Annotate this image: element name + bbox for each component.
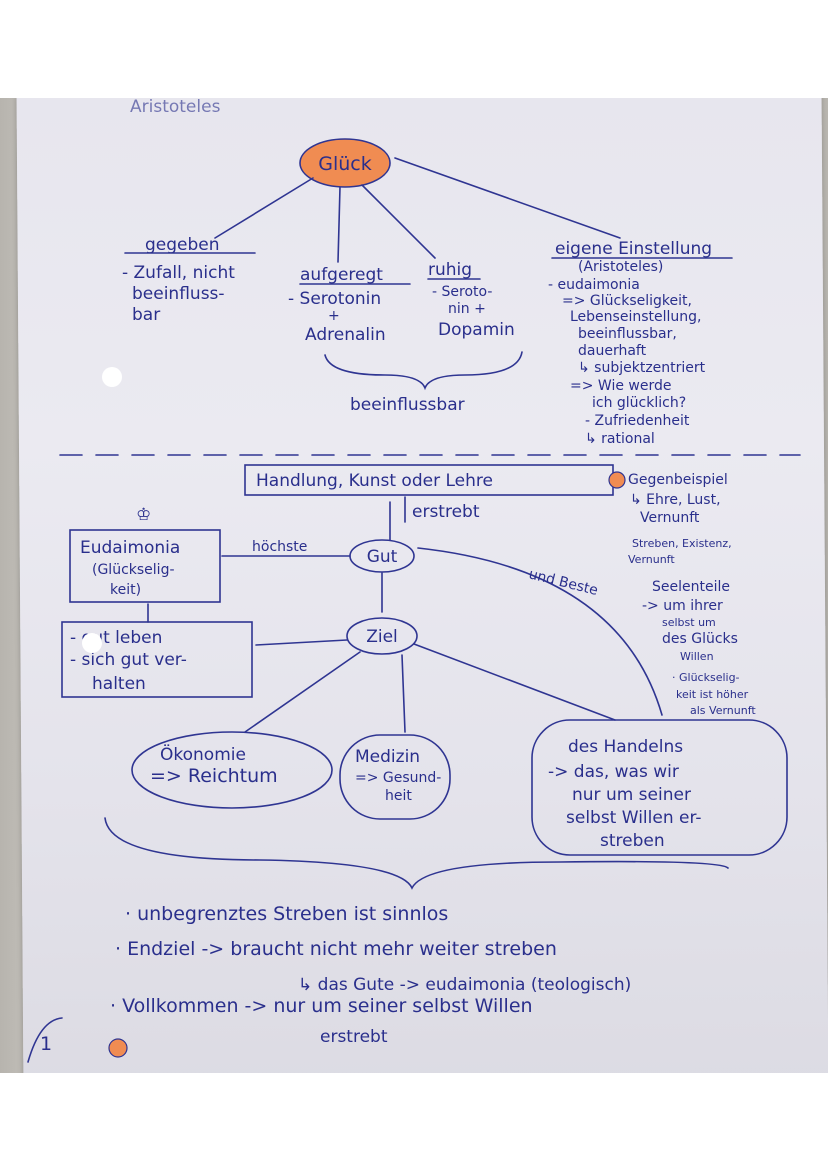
bottom-brace (104, 817, 729, 890)
brace (324, 351, 523, 391)
svg-text:Adrenalin: Adrenalin (305, 325, 386, 345)
svg-text:- sich gut ver-: - sich gut ver- (70, 650, 187, 670)
svg-text:Vernunft: Vernunft (628, 553, 675, 566)
svg-text:Gegenbeispiel: Gegenbeispiel (628, 472, 728, 488)
center-node (299, 138, 391, 188)
branch-calm: ruhig - Seroto- nin + Dopamin (427, 260, 515, 340)
medicine-node (339, 734, 451, 820)
header-fragment: Aristoteles (130, 98, 221, 117)
svg-text:- Zufriedenheit: - Zufriedenheit (585, 413, 690, 429)
svg-text:erstrebt: erstrebt (320, 1027, 388, 1047)
svg-text:selbst um: selbst um (662, 616, 716, 629)
branch-given: gegeben - Zufall, nicht beeinfluss- bar (122, 235, 256, 325)
svg-text:beeinfluss-: beeinfluss- (132, 284, 225, 304)
page-number-bracket (27, 1017, 63, 1063)
svg-text:Willen: Willen (680, 650, 714, 663)
svg-text:Eudaimonia: Eudaimonia (80, 538, 180, 558)
branch-title: ruhig (428, 260, 472, 280)
svg-text:Streben, Existenz,: Streben, Existenz, (632, 537, 732, 550)
branch-title: aufgeregt (300, 265, 383, 285)
svg-text:des Handelns: des Handelns (568, 737, 683, 757)
mind-map: Aristoteles Glück gegeben - Zufall, nich… (27, 98, 801, 1063)
svg-text:keit): keit) (110, 582, 141, 598)
highlight-dot (608, 471, 626, 489)
box-eudaimonia (69, 529, 221, 603)
svg-text:Seelenteile: Seelenteile (652, 579, 730, 595)
action-node (531, 719, 788, 856)
svg-text:- Seroto-: - Seroto- (432, 284, 492, 300)
svg-text:- Serotonin: - Serotonin (288, 289, 381, 309)
svg-text:Medizin: Medizin (355, 747, 420, 767)
branch-title: eigene Einstellung (555, 239, 712, 259)
svg-text:↳ das Gute -> eudaimonia (teol: ↳ das Gute -> eudaimonia (teologisch) (298, 975, 631, 995)
svg-text:dauerhaft: dauerhaft (578, 343, 647, 359)
svg-text:· Vollkommen -> nur um seiner: · Vollkommen -> nur um seiner selbst Wil… (110, 995, 533, 1017)
svg-text:ich glücklich?: ich glücklich? (592, 395, 686, 411)
svg-text:halten: halten (92, 674, 146, 694)
and-best-label: und Beste (527, 566, 599, 599)
svg-text:↳ subjektzentriert: ↳ subjektzentriert (578, 360, 706, 376)
center-label: Glück (318, 153, 372, 175)
svg-text:-> das, was wir: -> das, was wir (548, 762, 679, 782)
svg-text:- Zufall, nicht: - Zufall, nicht (122, 263, 235, 283)
svg-text:· Endziel -> braucht nicht meh: · Endziel -> braucht nicht mehr weiter s… (115, 938, 557, 960)
branch-own-attitude: eigene Einstellung (Aristoteles) - eudai… (548, 239, 733, 447)
svg-text:(Glückselig-: (Glückselig- (92, 562, 175, 578)
svg-text:=> Glückseligkeit,: => Glückseligkeit, (562, 293, 692, 309)
branch-line (394, 157, 621, 239)
svg-text:=> Reichtum: => Reichtum (150, 765, 278, 787)
svg-text:Handlung, Kunst oder Lehre: Handlung, Kunst oder Lehre (256, 471, 493, 491)
branch-line (337, 186, 341, 263)
svg-text:=> Wie werde: => Wie werde (570, 378, 671, 394)
svg-text:Ziel: Ziel (366, 627, 398, 647)
box-live-well (61, 621, 253, 698)
crown-symbol: ♔ (136, 505, 151, 525)
svg-text:Ökonomie: Ökonomie (160, 743, 246, 765)
svg-text:nur um seiner: nur um seiner (572, 785, 691, 805)
svg-text:· unbegrenztes Streben ist sin: · unbegrenztes Streben ist sinnlos (125, 903, 448, 925)
branch-line (361, 184, 436, 259)
svg-text:keit ist höher: keit ist höher (676, 688, 749, 701)
curve-back (417, 547, 663, 716)
conclusions: · unbegrenztes Streben ist sinnlos · End… (110, 903, 631, 1047)
highlight-dot (108, 1038, 128, 1058)
svg-text:beeinflussbar,: beeinflussbar, (578, 326, 677, 342)
svg-text:↳ Ehre, Lust,: ↳ Ehre, Lust, (630, 492, 721, 508)
economy-node (131, 731, 333, 809)
strives-label: erstrebt (412, 502, 480, 522)
svg-text:heit: heit (385, 788, 412, 804)
photo-of-handwritten-notes: Aristoteles Glück gegeben - Zufall, nich… (0, 98, 828, 1073)
svg-text:+: + (328, 308, 340, 324)
svg-text:nin +: nin + (448, 301, 486, 317)
brace-label: beeinflussbar (350, 395, 465, 415)
glare-dot (102, 367, 122, 387)
counter-example: Gegenbeispiel ↳ Ehre, Lust, Vernunft Str… (628, 472, 756, 717)
goal-node (346, 617, 418, 655)
svg-text:des Glücks: des Glücks (662, 631, 738, 647)
svg-text:streben: streben (600, 831, 665, 851)
svg-text:bar: bar (132, 305, 160, 325)
glare-dot (82, 633, 102, 653)
svg-text:-> um ihrer: -> um ihrer (642, 598, 723, 614)
svg-text:Dopamin: Dopamin (438, 320, 515, 340)
svg-text:=> Gesund-: => Gesund- (355, 770, 441, 786)
svg-text:als Vernunft: als Vernunft (690, 704, 756, 717)
highest-label: höchste (252, 539, 307, 555)
svg-text:Lebenseinstellung,: Lebenseinstellung, (570, 309, 701, 325)
svg-text:· Glückselig-: · Glückselig- (672, 671, 740, 684)
branch-title: gegeben (145, 235, 220, 255)
branch-line (214, 177, 314, 239)
svg-text:Gut: Gut (367, 547, 398, 567)
svg-text:Vernunft: Vernunft (640, 510, 700, 526)
svg-text:selbst Willen er-: selbst Willen er- (566, 808, 702, 828)
svg-text:- eudaimonia: - eudaimonia (548, 277, 640, 293)
svg-text:(Aristoteles): (Aristoteles) (578, 259, 663, 275)
branch-excited: aufgeregt - Serotonin + Adrenalin (288, 265, 411, 345)
svg-text:↳ rational: ↳ rational (585, 431, 655, 447)
page-number: 1 (40, 1033, 52, 1055)
